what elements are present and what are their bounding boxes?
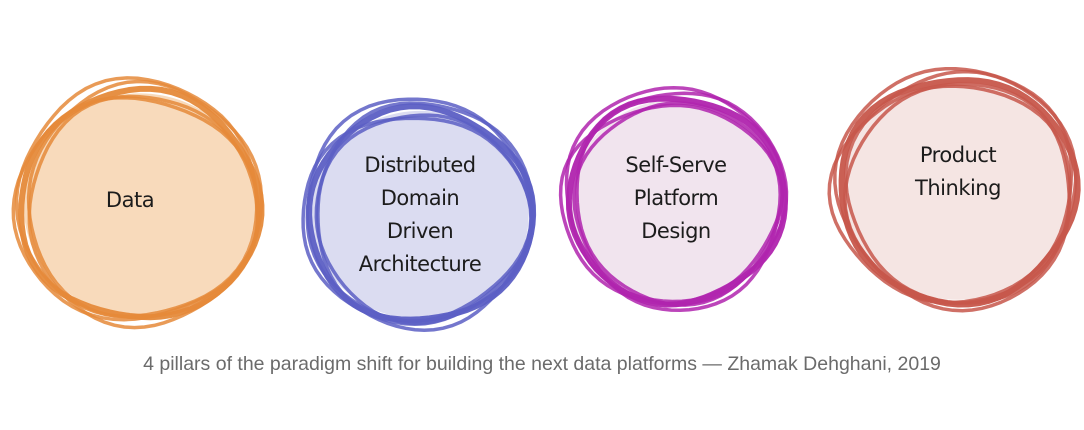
pillar-stroke xyxy=(305,97,534,323)
pillar-label-line: Data xyxy=(106,188,154,212)
pillar-label-line: Design xyxy=(641,219,711,243)
pillar-label-line: Product xyxy=(920,143,997,167)
pillar-data: Data xyxy=(11,76,265,330)
pillar-label-line: Platform xyxy=(634,186,719,210)
pillar-stroke xyxy=(833,66,1074,305)
pillar-fill xyxy=(571,99,781,301)
pillar-label-line: Self-Serve xyxy=(625,153,726,177)
pillar-fill xyxy=(23,93,257,317)
pillars-svg: DataDistributedDomainDrivenArchitectureS… xyxy=(11,66,1081,332)
pillar-label-line: Thinking xyxy=(914,176,1001,200)
figure-caption: 4 pillars of the paradigm shift for buil… xyxy=(143,353,941,375)
pillar-label-line: Driven xyxy=(387,219,453,243)
pillar-label-line: Domain xyxy=(381,186,460,210)
pillar-label-line: Architecture xyxy=(359,252,482,276)
pillar-label-line: Distributed xyxy=(364,153,475,177)
pillar-stroke xyxy=(564,85,786,304)
pillar-fill xyxy=(311,110,529,320)
pillar-fill xyxy=(843,80,1073,300)
pillar-stroke xyxy=(14,76,259,319)
